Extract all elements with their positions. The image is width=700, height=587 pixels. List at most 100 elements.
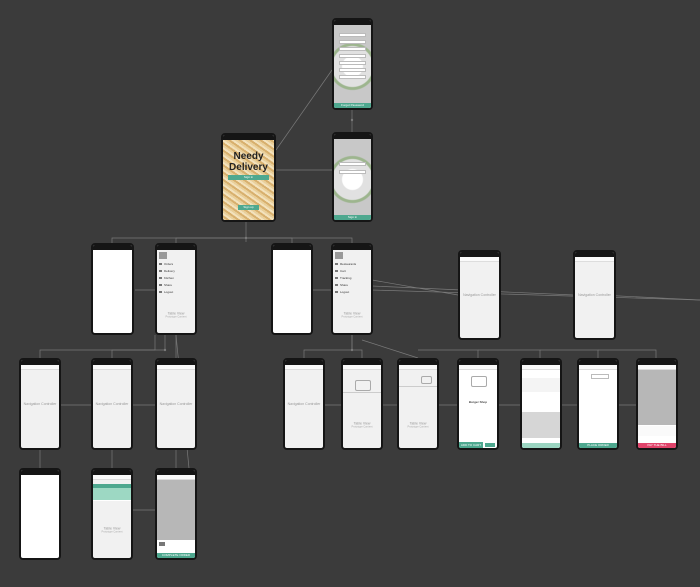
notch <box>93 245 132 250</box>
order-info <box>159 542 165 546</box>
input-field[interactable] <box>339 54 366 58</box>
input-field[interactable] <box>339 68 366 72</box>
menu-item[interactable]: Logout <box>159 290 173 294</box>
controller-label: Navigation Controller <box>95 402 129 406</box>
notch <box>157 360 195 365</box>
phone-restaurant-list[interactable]: Table View Prototype Content <box>341 358 383 450</box>
checkout-button[interactable] <box>522 443 560 448</box>
nav-bar <box>460 257 499 262</box>
food-photo <box>334 139 371 220</box>
place-order-button[interactable]: PLACE ORDER <box>579 443 617 448</box>
menu-item[interactable]: Logout <box>335 290 349 294</box>
nav-bar <box>343 365 381 370</box>
phone-nav-controller[interactable]: Navigation Controller <box>573 250 616 340</box>
pay-bill-button[interactable]: PAY THE BILL <box>638 443 676 448</box>
controller-label: Navigation Controller <box>463 293 496 297</box>
notch <box>333 245 371 250</box>
menu-item[interactable]: Share <box>159 283 172 287</box>
phone-nav-controller[interactable]: Navigation Controller <box>155 358 197 450</box>
map-area <box>522 412 560 438</box>
input-field[interactable] <box>339 47 366 51</box>
add-to-cart-button[interactable]: ADD TO CART <box>459 442 483 448</box>
phone-signup[interactable]: Forgot Password <box>332 18 373 110</box>
phone-bill[interactable]: PAY THE BILL <box>636 358 678 450</box>
table-view-label: Table View <box>409 421 427 426</box>
sign-in-button[interactable]: Sign in <box>334 215 371 220</box>
phone-cart[interactable] <box>520 358 562 450</box>
menu-item[interactable]: Cart <box>335 269 346 273</box>
nav-bar <box>93 475 131 480</box>
menu-item[interactable]: Restaurants <box>335 262 356 266</box>
nav-bar <box>575 257 614 262</box>
input-field[interactable] <box>339 75 366 79</box>
phone-order-form[interactable]: PLACE ORDER <box>577 358 619 450</box>
nav-bar <box>522 365 560 370</box>
nav-bar <box>21 365 59 370</box>
app-title-line-1: Needy <box>233 151 264 162</box>
notch <box>334 20 371 25</box>
delivery-bike-icon <box>471 376 487 387</box>
notch <box>93 360 131 365</box>
phone-nav-controller[interactable]: Navigation Controller <box>283 358 325 450</box>
notch <box>334 134 371 139</box>
notch <box>273 245 311 250</box>
phone-order-detail[interactable]: COMPLETE ORDER <box>155 468 197 560</box>
table-view-placeholder: Table View Prototype Content <box>333 312 371 319</box>
menu-item[interactable]: Delivery <box>159 269 175 273</box>
restaurant-row[interactable] <box>343 372 381 393</box>
input-field[interactable] <box>339 33 366 37</box>
notch <box>21 470 59 475</box>
phone-blank-left[interactable] <box>91 243 134 335</box>
phone-nav-controller[interactable]: Navigation Controller <box>458 250 501 340</box>
bill-summary <box>638 426 676 436</box>
phone-login[interactable]: Sign in <box>332 132 373 222</box>
avatar <box>159 252 167 259</box>
phone-restaurant-menu[interactable]: Restaurants Cart Tracking Share Logout T… <box>331 243 373 335</box>
notch <box>459 360 497 365</box>
input-field[interactable] <box>339 40 366 44</box>
nav-bar <box>93 365 131 370</box>
table-view-sub: Prototype Content <box>101 530 123 534</box>
meal-title: Burger Shop <box>468 400 488 404</box>
quantity-stepper[interactable] <box>485 443 495 447</box>
notch <box>285 360 323 365</box>
forgot-password-button[interactable]: Forgot Password <box>334 103 371 108</box>
table-view-placeholder: Table View Prototype Content <box>343 422 381 429</box>
phone-splash[interactable]: Needy Delivery Sign in Sign up <box>221 133 276 222</box>
phone-blank-mid[interactable] <box>271 243 313 335</box>
delivery-bike-icon <box>355 380 371 391</box>
table-view-label: Table View <box>353 421 371 426</box>
phone-customer-menu[interactable]: Orders Delivery Kitchen Share Logout Tab… <box>155 243 197 335</box>
menu-item[interactable]: Orders <box>159 262 173 266</box>
phone-meal-detail[interactable]: Burger Shop ADD TO CART <box>457 358 499 450</box>
address-field[interactable] <box>591 374 609 379</box>
phone-meal-list[interactable]: Table View Prototype Content <box>397 358 439 450</box>
sign-in-button[interactable]: Sign in <box>228 175 269 180</box>
table-view-sub: Prototype Content <box>165 315 187 319</box>
menu-item[interactable]: Kitchen <box>159 276 174 280</box>
meal-row[interactable] <box>399 372 437 387</box>
email-field[interactable] <box>339 162 366 166</box>
complete-order-button[interactable]: COMPLETE ORDER <box>157 553 195 558</box>
notch <box>460 252 499 257</box>
cart-summary <box>522 378 560 392</box>
notch <box>575 252 614 257</box>
order-row[interactable] <box>93 496 131 501</box>
notch <box>522 360 560 365</box>
input-field[interactable] <box>339 61 366 65</box>
notch <box>21 360 59 365</box>
avatar <box>335 252 343 259</box>
table-view-label: Table View <box>167 311 185 316</box>
table-view-sub: Prototype Content <box>407 425 429 429</box>
phone-nav-controller[interactable]: Navigation Controller <box>91 358 133 450</box>
table-view-label: Table View <box>343 311 361 316</box>
phone-nav-controller[interactable]: Navigation Controller <box>19 358 61 450</box>
password-field[interactable] <box>339 170 366 174</box>
sign-up-button[interactable]: Sign up <box>238 205 259 210</box>
notch <box>157 470 195 475</box>
phone-blank-bottom[interactable] <box>19 468 61 560</box>
menu-item[interactable]: Tracking <box>335 276 351 280</box>
menu-item[interactable]: Share <box>335 283 348 287</box>
phone-orders-list[interactable]: Table View Prototype Content <box>91 468 133 560</box>
